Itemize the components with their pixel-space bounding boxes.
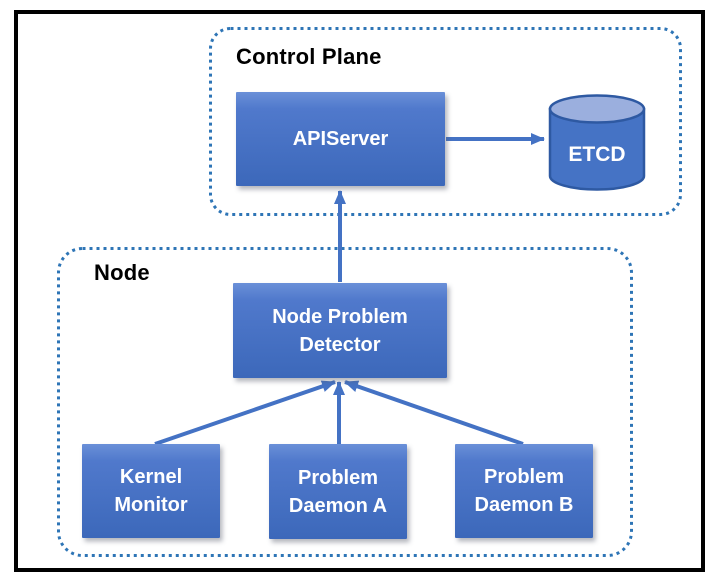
node-label: Node (94, 260, 150, 285)
problem-daemon-a-box: Problem Daemon A (269, 444, 407, 539)
cylinder-top (548, 94, 646, 124)
apiserver-box: APIServer (236, 92, 445, 186)
etcd-database: ETCD (547, 92, 647, 192)
etcd-label: ETCD (568, 143, 626, 166)
database-cylinder-icon (548, 94, 646, 191)
node-problem-detector-box: Node Problem Detector (233, 283, 447, 378)
cylinder-body (548, 107, 646, 191)
problem-daemon-b-box: Problem Daemon B (455, 444, 593, 538)
control-plane-label: Control Plane (236, 44, 382, 69)
kernel-monitor-box: Kernel Monitor (82, 444, 220, 538)
